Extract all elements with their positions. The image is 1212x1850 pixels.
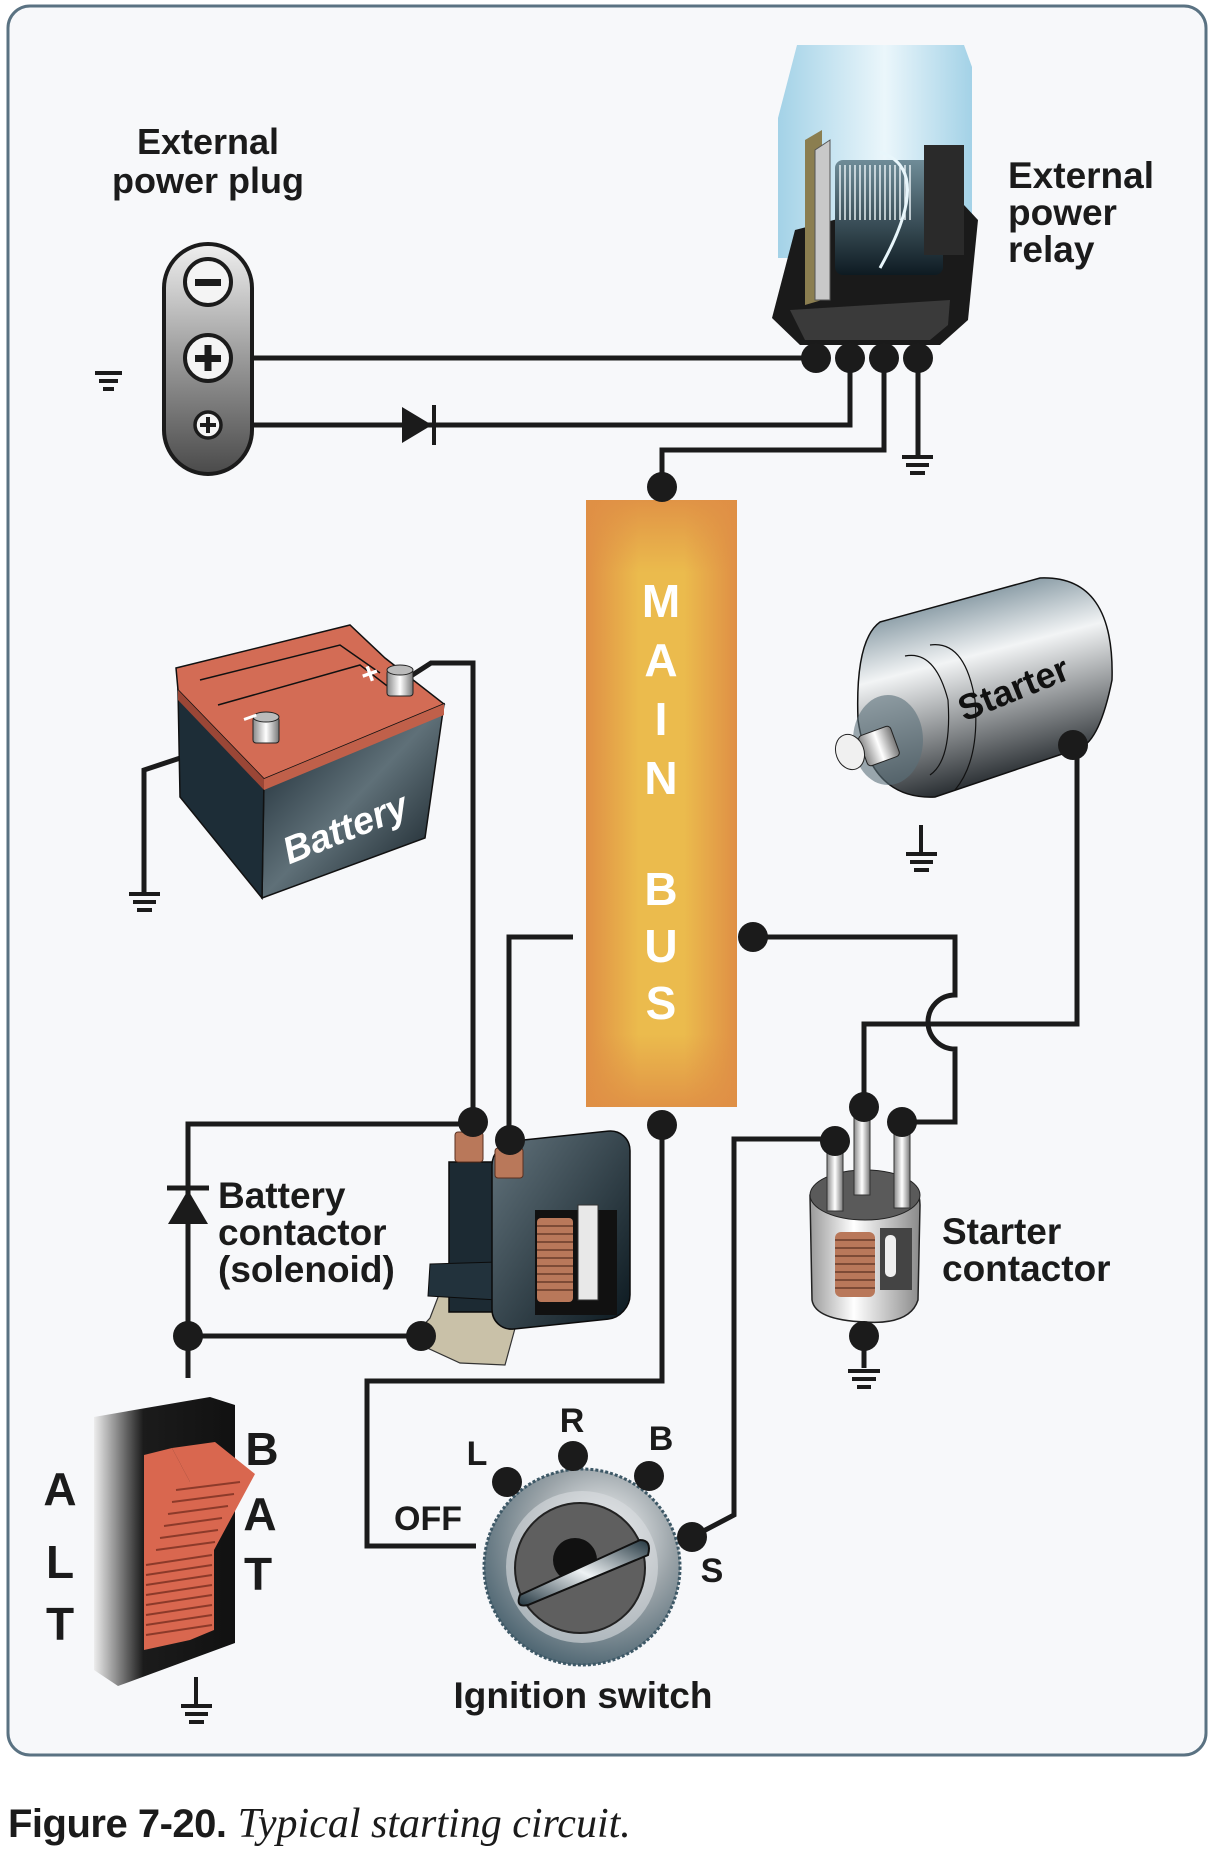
external-power-relay: External power relay xyxy=(772,45,1154,475)
battery-contactor-terminal-bus xyxy=(495,1125,525,1155)
main-bus-bottom-terminal xyxy=(647,1110,677,1140)
ignition-position-b[interactable] xyxy=(634,1461,664,1491)
battery-contactor-label-line1: Battery xyxy=(218,1175,346,1216)
battery-contactor-solenoid: Battery contactor (solenoid) xyxy=(167,1107,631,1366)
relay-coil-icon xyxy=(835,160,943,275)
contactor-coil-icon xyxy=(537,1204,599,1302)
starter-contactor: Starter contactor xyxy=(809,1092,1111,1389)
ground-icon xyxy=(906,825,937,872)
external-power-plug-label-line2: power plug xyxy=(112,160,304,201)
diode-icon xyxy=(402,405,436,445)
external-power-relay-label-line2: power xyxy=(1008,192,1117,233)
relay-terminal-3 xyxy=(869,343,899,373)
ignition-label-b: B xyxy=(649,1420,674,1458)
main-bus: M A I N B U S xyxy=(586,472,768,1140)
external-power-relay-label-line1: External xyxy=(1008,155,1154,196)
alt-letter: A xyxy=(43,1463,76,1515)
external-power-plug-label-line1: External xyxy=(137,121,279,162)
ground-icon xyxy=(129,892,160,912)
starter-contactor-label-line1: Starter xyxy=(942,1211,1061,1252)
figure-description: Typical starting circuit. xyxy=(237,1801,631,1847)
starter-shaft-icon xyxy=(834,725,900,771)
battery-positive-terminal-icon xyxy=(386,664,414,697)
ground-icon xyxy=(181,1677,212,1724)
relay-terminal-2 xyxy=(835,343,865,373)
battery-contactor-label-line2: contactor xyxy=(218,1212,387,1253)
starter-contactor-terminal-bus xyxy=(887,1107,917,1137)
ignition-switch-label: Ignition switch xyxy=(454,1675,713,1716)
ignition-switch: L R B OFF S Ignition switch xyxy=(394,1402,723,1716)
relay-terminal-1 xyxy=(801,343,831,373)
wire-bus-to-battery-contactor xyxy=(506,934,573,1140)
external-power-plug: External power plug xyxy=(95,121,436,476)
wiring xyxy=(141,355,1080,1549)
main-bus-letter: B xyxy=(644,863,677,915)
figure-caption: Figure 7-20. Typical starting circuit. xyxy=(8,1800,631,1848)
junction-dot xyxy=(173,1321,203,1351)
wire-ignition-s-to-starter-contactor xyxy=(690,1136,835,1540)
battery-contactor-label-line3: (solenoid) xyxy=(218,1249,395,1290)
main-bus-letter: I xyxy=(655,693,668,745)
starter-motor: Starter xyxy=(834,577,1113,872)
ground-icon xyxy=(902,455,933,475)
ground-icon xyxy=(848,1369,880,1389)
main-bus-letter: U xyxy=(644,920,677,972)
main-bus-letter: M xyxy=(642,575,680,627)
bat-rocker[interactable] xyxy=(172,1442,255,1640)
ignition-label-s: S xyxy=(701,1552,724,1590)
wire-battery-positive-to-contactor xyxy=(398,660,476,1122)
plus-terminal-icon xyxy=(183,333,233,383)
relay-coil-windings xyxy=(839,165,911,220)
wire-bus-to-ignition-switch xyxy=(364,1125,665,1549)
starter-contactor-ground-terminal xyxy=(849,1321,879,1351)
figure-number: Figure 7-20. xyxy=(8,1802,227,1846)
wire-starter-to-starter-contactor xyxy=(861,745,1080,1107)
external-power-relay-label-line3: relay xyxy=(1008,229,1095,270)
master-switch: A L T B A T xyxy=(43,1397,279,1724)
small-plus-terminal-icon xyxy=(193,410,223,440)
battery-contactor-terminal-battery xyxy=(458,1107,488,1137)
ignition-label-l: L xyxy=(467,1435,488,1473)
main-bus-right-terminal xyxy=(738,922,768,952)
alt-letter: T xyxy=(46,1598,74,1650)
starter-contactor-terminal-starter xyxy=(849,1092,879,1122)
main-bus-letter: A xyxy=(644,634,677,686)
diode-icon xyxy=(167,1185,209,1224)
wire-master-switch-loop xyxy=(185,1121,473,1375)
starter-terminal xyxy=(1058,730,1088,760)
ignition-label-off: OFF xyxy=(394,1500,462,1538)
starter-contactor-label-line2: contactor xyxy=(942,1248,1111,1289)
ignition-key-icon[interactable] xyxy=(517,1538,650,1607)
wire-relay-to-main-bus xyxy=(659,358,887,487)
main-bus-letter: N xyxy=(644,752,677,804)
rocker-ribs xyxy=(145,1481,241,1636)
ignition-label-r: R xyxy=(560,1402,585,1440)
bat-letter: T xyxy=(244,1548,272,1600)
main-bus-top-terminal xyxy=(647,472,677,502)
relay-terminal-4 xyxy=(903,343,933,373)
battery-contactor-coil-terminal xyxy=(406,1321,436,1351)
main-bus-letter: S xyxy=(646,977,677,1029)
battery-negative-terminal-icon xyxy=(252,711,280,744)
starter-contactor-coil-icon xyxy=(835,1228,912,1297)
bat-letter: B xyxy=(245,1423,278,1475)
ignition-position-l[interactable] xyxy=(492,1467,522,1497)
ignition-position-s[interactable] xyxy=(677,1522,707,1552)
starter-contactor-terminal-ignition xyxy=(820,1126,850,1156)
minus-terminal-icon xyxy=(183,257,233,307)
alt-letter: L xyxy=(46,1536,74,1588)
ground-icon xyxy=(95,371,122,391)
ignition-position-r[interactable] xyxy=(558,1441,588,1471)
bat-letter: A xyxy=(243,1488,276,1540)
